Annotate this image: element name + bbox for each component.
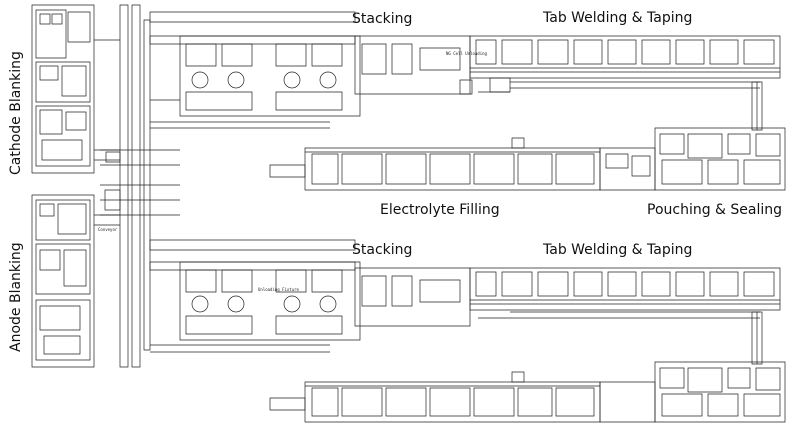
tab-welding-bottom-label: Tab Welding & Taping	[543, 242, 693, 258]
electrolyte-filling-row-top	[270, 138, 600, 190]
pouching-sealing-machine-bottom	[600, 362, 785, 422]
stacking-bottom-label: Stacking	[352, 242, 413, 258]
tab-welding-row-top	[470, 36, 780, 92]
cathode-blanking-label: Cathode Blanking	[8, 51, 24, 175]
tab-welding-row-bottom	[470, 268, 780, 318]
electrolyte-filling-row-bottom	[270, 372, 600, 422]
pouching-sealing-machine	[600, 128, 785, 190]
pouching-sealing-label: Pouching & Sealing	[647, 202, 783, 218]
unloading-fixture-note: Unloading Fixture	[258, 287, 299, 292]
electrolyte-filling-label: Electrolyte Filling	[380, 202, 500, 218]
transfer-descent-bottom	[752, 312, 762, 364]
conveyor-trunk	[100, 5, 180, 367]
conveyor-note: Conveyor	[98, 227, 118, 232]
stacking-top-label: Stacking	[352, 11, 413, 27]
anode-blanking-machine	[32, 195, 120, 367]
cathode-blanking-machine	[32, 5, 120, 173]
ng-cell-unloading-note: NG Cell Unloading	[446, 51, 487, 56]
stacking-row-bottom	[150, 240, 470, 352]
transfer-descent-top	[752, 82, 762, 130]
stacking-row-top	[150, 12, 472, 128]
anode-blanking-label: Anode Blanking	[8, 242, 24, 352]
tab-welding-top-label: Tab Welding & Taping	[543, 10, 693, 26]
